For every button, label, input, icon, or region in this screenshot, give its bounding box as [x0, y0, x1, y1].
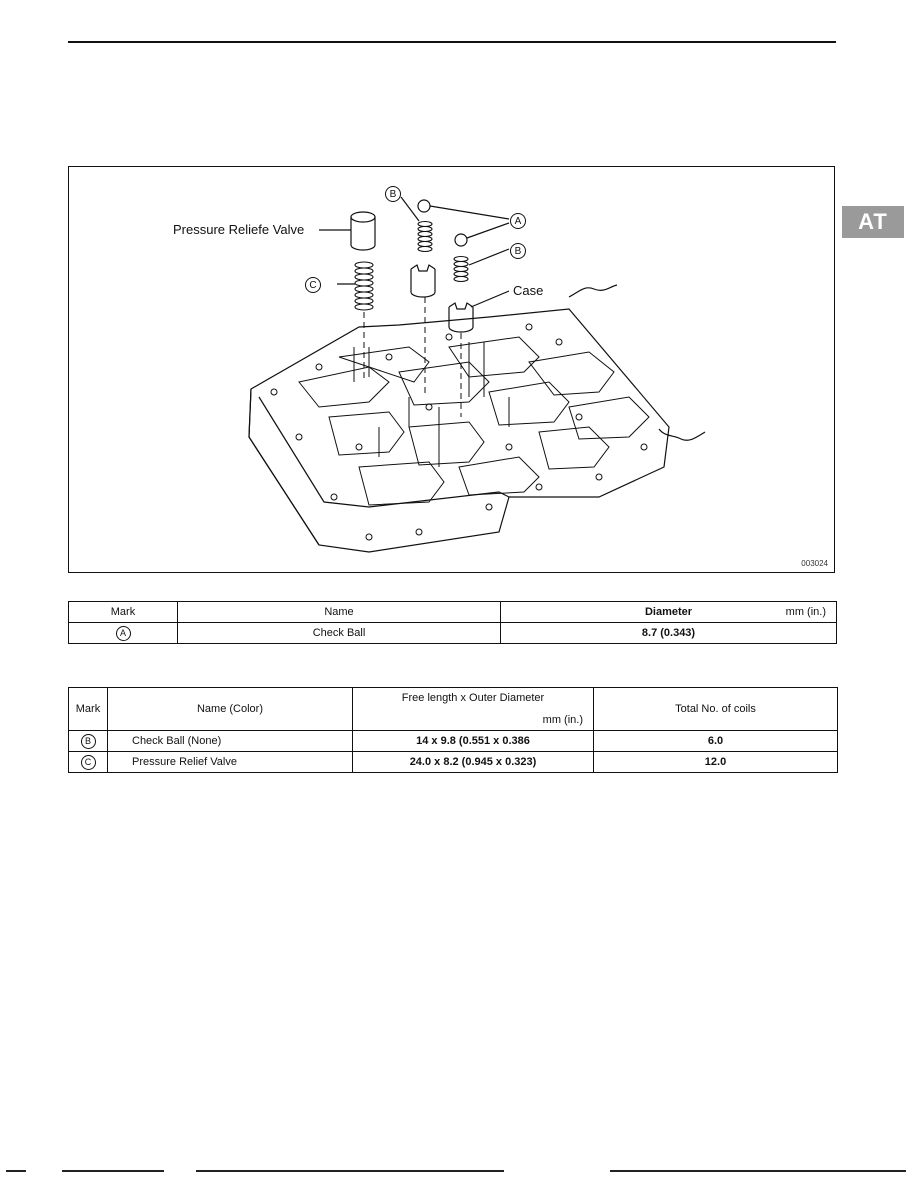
- mark-cell: C: [68, 751, 108, 773]
- mark-c-callout: C: [305, 277, 321, 293]
- name-cell: Pressure Relief Valve: [107, 751, 353, 773]
- mark-c-symbol: C: [80, 754, 96, 770]
- bottom-rule: [196, 1170, 504, 1172]
- valve-body-figure: Pressure Reliefe Valve Case B A B C 0030…: [68, 166, 835, 573]
- diameter-label: Diameter: [644, 606, 693, 618]
- coils-cell: 12.0: [593, 751, 838, 773]
- figure-code: 003024: [801, 559, 828, 568]
- mark-cell: A: [68, 622, 178, 644]
- table-row: C Pressure Relief Valve 24.0 x 8.2 (0.94…: [68, 751, 838, 773]
- col-diameter-header: Diameter mm (in.): [500, 601, 837, 623]
- table-row: A Check Ball 8.7 (0.343): [68, 622, 837, 644]
- col-free-length-header: Free length x Outer Diameter mm (in.): [352, 687, 594, 731]
- table-header-row: Mark Name Diameter mm (in.): [68, 601, 837, 623]
- bottom-rule: [62, 1170, 164, 1172]
- col-name-header: Name (Color): [107, 687, 353, 731]
- name-cell: Check Ball (None): [107, 730, 353, 752]
- col-mark-header: Mark: [68, 601, 178, 623]
- name-cell: Check Ball: [177, 622, 501, 644]
- diameter-cell: 8.7 (0.343): [500, 622, 837, 644]
- mark-b-callout: B: [385, 186, 401, 202]
- valve-body-illustration: [248, 196, 706, 553]
- dimensions-cell: 24.0 x 8.2 (0.945 x 0.323): [352, 751, 594, 773]
- section-tab: AT: [842, 206, 904, 238]
- unit-label: mm (in.): [542, 714, 583, 726]
- col-name-header: Name: [177, 601, 501, 623]
- dimensions-cell: 14 x 9.8 (0.551 x 0.386: [352, 730, 594, 752]
- check-ball-table: Mark Name Diameter mm (in.) A Check Ball…: [68, 601, 837, 644]
- table-header-row: Mark Name (Color) Free length x Outer Di…: [68, 687, 838, 731]
- top-rule: [68, 41, 836, 43]
- mark-a-symbol: A: [115, 625, 131, 641]
- unit-label: mm (in.): [785, 606, 826, 618]
- pressure-relief-valve-label: Pressure Reliefe Valve: [173, 222, 305, 237]
- col-coils-header: Total No. of coils: [593, 687, 838, 731]
- case-label: Case: [513, 283, 544, 298]
- mark-cell: B: [68, 730, 108, 752]
- coils-cell: 6.0: [593, 730, 838, 752]
- mark-a-callout: A: [510, 213, 526, 229]
- mark-b-callout-right: B: [510, 243, 526, 259]
- spring-table: Mark Name (Color) Free length x Outer Di…: [68, 687, 838, 773]
- mark-b-symbol: B: [80, 733, 96, 749]
- bottom-rule: [6, 1170, 26, 1172]
- bottom-rule: [610, 1170, 906, 1172]
- free-length-label: Free length x Outer Diameter: [401, 692, 545, 704]
- col-mark-header: Mark: [68, 687, 108, 731]
- table-row: B Check Ball (None) 14 x 9.8 (0.551 x 0.…: [68, 730, 838, 752]
